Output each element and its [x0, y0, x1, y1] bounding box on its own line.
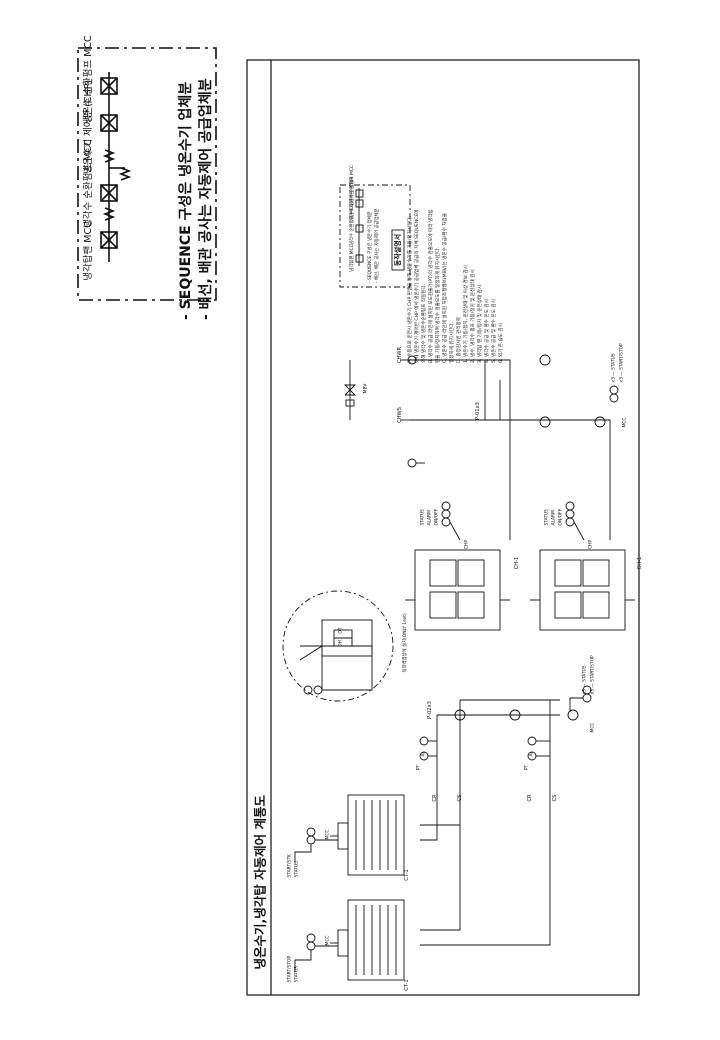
small-legend-label-4: 냉온수 순환펌프 MCC: [350, 165, 355, 206]
cooling-tower-label-1: CT-1: [404, 979, 410, 991]
outdoor-shelter: [282, 590, 394, 702]
operation-note-line-4: B. 냉각수 공급 라인에 설치된 오도검출기(PT)의 냉각수 검출오도에 따…: [429, 209, 434, 363]
outdoor-shelter-label: 옥외백엽상에 설치(ONLY 1set): [403, 613, 408, 673]
chiller-chp-label-2: CHP: [588, 540, 594, 550]
ct1-mcc-label: MCC: [325, 935, 331, 946]
outdoor-ot-label: OT: [338, 627, 344, 634]
ct2-status-tag: STATUS: [294, 861, 300, 878]
operation-note-line-5: 팬을 기동/정지하여 냉각수 검출오도를 일정하게 유지시킨다.: [436, 247, 441, 363]
condenser-pump-label: P-02x3: [427, 701, 433, 719]
operation-note-line-9: 1. 냉온수기 기동/정지, 운전상태 및 이상 경보 감시: [464, 265, 469, 363]
operation-note-line-6: C. 냉온수 공급 라인에 설치된 차압조절밸브(MBV)는 냉온수 공급/환수…: [443, 213, 448, 363]
small-legend-note-2: - 배선, 배관 공사는 자동제어 공급업체분: [375, 208, 380, 283]
condenser-pump-start-stop: x3 — START/STOP: [590, 655, 596, 695]
chwr-label: CHWR: [397, 346, 403, 364]
condenser-mcc-label: MCC: [590, 722, 596, 733]
chiller1-alarm-tag: ALARM: [427, 510, 433, 526]
ai-label-1: AI: [421, 752, 427, 757]
chilled-pump-start-stop: x3 — START/STOP: [619, 343, 625, 383]
operation-note-line-2: 이때 냉온수기 제어반 CHP 에서 냉온수기 공급업체 공급의 지체 SEQU…: [415, 209, 420, 363]
pipe-label-cr-2: CR: [527, 794, 533, 802]
chilled-pump-label: P-01x3: [475, 402, 481, 420]
operation-notes-title: 동작설명서: [394, 233, 402, 267]
operation-note-line-14: 6. 외기 온.습도 감시: [499, 323, 504, 363]
chilled-pump-status: x3 — STATUS: [611, 353, 617, 383]
chiller-chp-label-1: CHP: [464, 540, 470, 550]
operation-note-line-1: A. 수동으로 운전시 냉온수기 CHP 판넬을 통해 냉온수기를 기동/정지시…: [408, 216, 413, 363]
ai-label-2: AI: [529, 752, 535, 757]
chiller-label-1: CH-1: [514, 556, 520, 570]
operation-note-line-7: 일정하게 유지시킨다.: [450, 322, 455, 363]
ct1-start-stop-tag: START/STOP: [287, 955, 293, 983]
ct2-mcc-label: MCC: [325, 829, 331, 840]
outdoor-oh-label: OH: [338, 640, 344, 647]
chiller2-alarm-tag: ALARM: [551, 510, 557, 526]
chiller1-status-tag: STATUS: [420, 509, 426, 526]
pt-label-2: PT: [524, 764, 530, 771]
pipe-label-cs-2: CS: [552, 794, 558, 802]
chiller-label-2: CH-1: [637, 556, 643, 570]
chiller-1: [405, 549, 510, 631]
condenser-pump-status: x3 — STATUS: [582, 665, 588, 695]
ct2-start-stop-tag: START/STK: [287, 854, 293, 878]
mbv-label: MBV: [363, 383, 369, 394]
operation-note-line-10: 2. 냉수, 냉각수 펌프 기동/정지 및 운전상태 감시: [471, 269, 476, 363]
chiller1-onoff-tag: ON/OFF: [434, 508, 440, 526]
chiller2-status-tag: STATUS: [544, 509, 550, 526]
operation-note-line-11: 3. 냉각탑 팬 기동/정지 및 운전상태 감시: [478, 284, 483, 363]
operation-note-line-3: 의해 냉각수 및 냉온수순환펌프 작동된다.: [422, 283, 427, 363]
operation-note-line-12: 4. 냉각수 공급 및 환수 온도 감시: [485, 299, 490, 363]
cooling-tower-label-2: CT-1: [404, 869, 410, 881]
operation-note-line-8: D. 중앙감시반 관리항목: [457, 317, 462, 363]
cooling-tower-2: [330, 794, 405, 876]
chilled-mcc-label: MCC: [622, 417, 628, 428]
chiller2-onoff-tag: ON/OFF: [558, 508, 564, 526]
cooling-tower-1: [330, 899, 405, 981]
chiller-2: [530, 549, 635, 631]
pt-label-1: PT: [416, 764, 422, 771]
ct1-status-tag: STATUS: [294, 966, 300, 983]
operation-note-line-13: 5. 냉온수 공급 및 환수 온도 감시: [492, 299, 497, 363]
small-legend-note-1: - SEQUENCE 구성은 냉온수기 업체분: [368, 211, 373, 283]
sheet-title: 냉온수기,냉각탑 자동제어 계통도: [252, 795, 268, 970]
chws-label: CHWS: [397, 407, 403, 423]
pipe-label-cs-1: CS: [457, 794, 463, 802]
pipe-label-cr-1: CR: [432, 794, 438, 802]
small-legend-label-1: 냉각탑팬 MCC: [350, 244, 355, 272]
